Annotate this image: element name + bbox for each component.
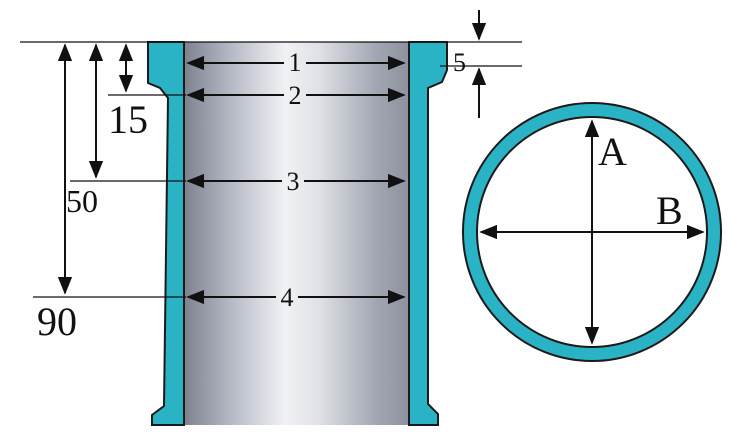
depth-50-label: 50: [66, 183, 98, 219]
liner-right-wall: [408, 41, 448, 426]
measure-1-label: 1: [289, 48, 302, 77]
depth-90-label: 90: [37, 299, 77, 344]
diameter-a-label: A: [598, 129, 627, 174]
liner-body: [147, 41, 448, 426]
flange-label: 5: [453, 48, 466, 77]
measure-2-label: 2: [289, 81, 302, 110]
diameter-b-label: B: [656, 188, 683, 233]
liner-left-wall: [147, 41, 185, 426]
liner-bore: [184, 42, 409, 425]
cross-section: A B: [462, 102, 722, 362]
reference-lines: [20, 41, 522, 298]
depth-dimensions: [57, 43, 134, 295]
measure-4-label: 4: [281, 283, 294, 312]
depth-15-label: 15: [108, 97, 148, 142]
liner-labels: 1 2 3 4 15 50 90 5: [37, 48, 466, 344]
bore-measurements: [186, 55, 406, 305]
measure-3-label: 3: [287, 167, 300, 196]
